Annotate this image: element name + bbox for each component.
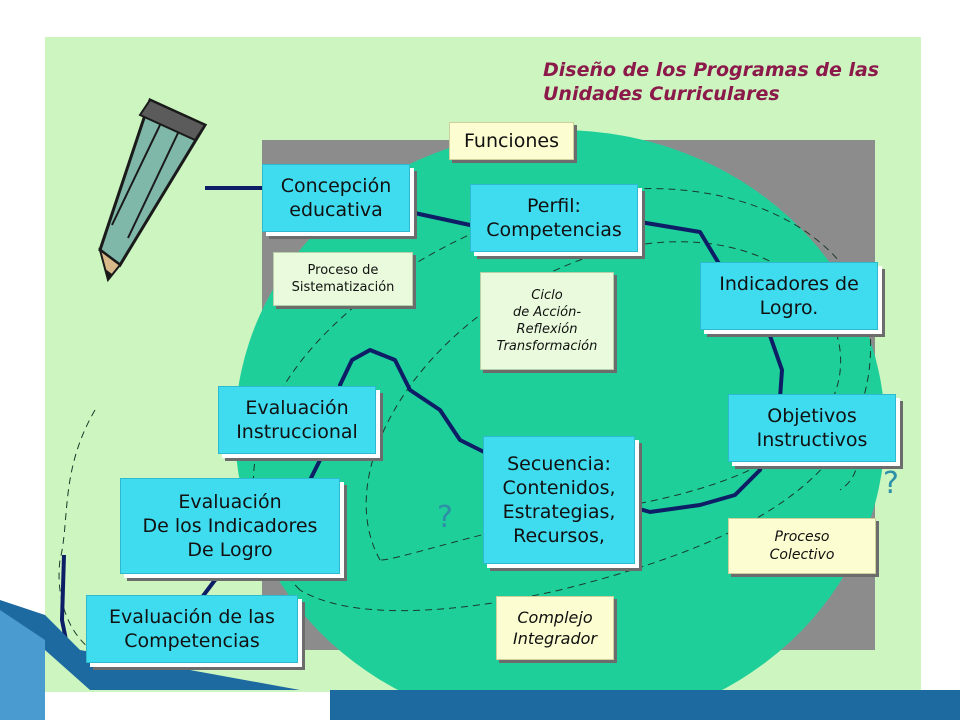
concepcion-box: Concepción educativa xyxy=(262,164,410,232)
proceso-colectivo-note: Proceso Colectivo xyxy=(728,518,876,574)
eval-indicadores-box: Evaluación De los Indicadores De Logro xyxy=(120,478,340,574)
question-mark-right: ? xyxy=(883,466,899,501)
chevron-decoration xyxy=(0,600,960,720)
eval-competencias-box: Evaluación de las Competencias xyxy=(86,595,298,663)
indicadores-box: Indicadores de Logro. xyxy=(700,262,878,330)
proceso-sistematizacion-note: Proceso de Sistematización xyxy=(273,252,413,306)
secuencia-box: Secuencia: Contenidos, Estrategias, Recu… xyxy=(483,436,635,564)
funciones-label: Funciones xyxy=(449,122,574,160)
perfil-box: Perfil: Competencias xyxy=(470,184,638,252)
pencil-icon xyxy=(98,97,208,283)
objetivos-box: Objetivos Instructivos xyxy=(728,394,896,462)
eval-instruccional-box: Evaluación Instruccional xyxy=(218,386,376,454)
complejo-integrador-note: Complejo Integrador xyxy=(496,596,614,660)
ciclo-note: Ciclo de Acción- Reflexión Transformació… xyxy=(480,272,614,370)
page-title: Diseño de los Programas de las Unidades … xyxy=(543,59,880,105)
dashed-left-curve xyxy=(58,409,101,656)
question-mark-left: ? xyxy=(437,500,453,535)
